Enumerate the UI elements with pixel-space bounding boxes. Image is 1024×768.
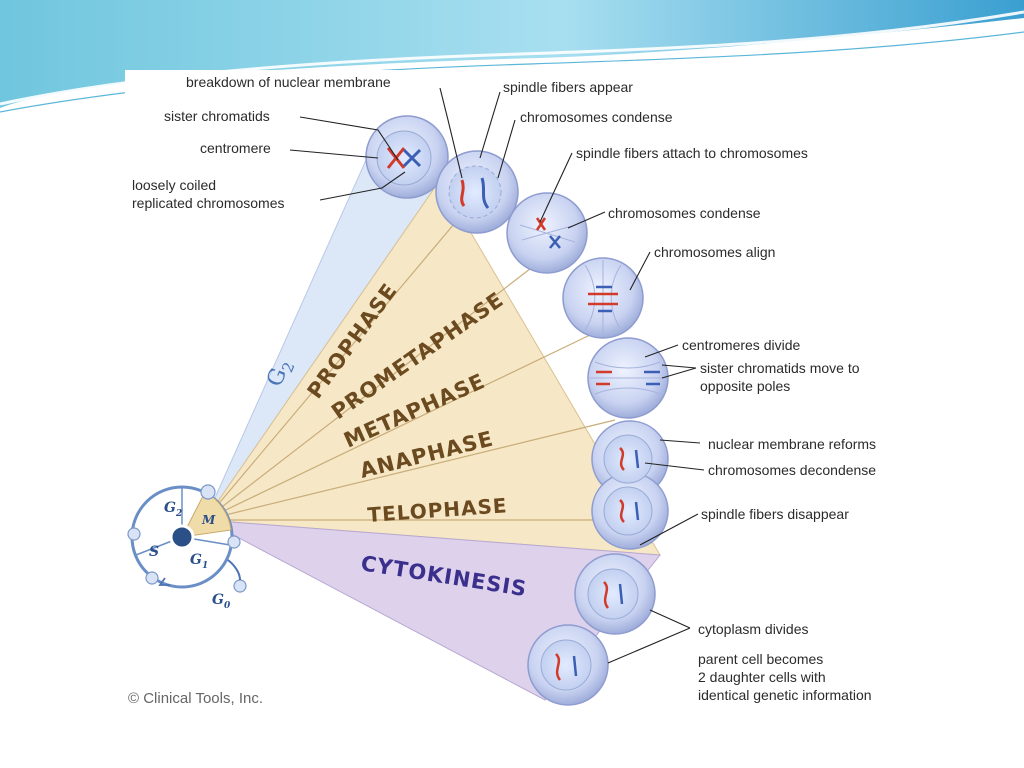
label-parent-2: 2 daughter cells with: [698, 669, 826, 685]
cell-prophase: [435, 150, 519, 234]
divider-prometaphase: [204, 264, 536, 521]
label-spindle-appear: spindle fibers appear: [503, 79, 633, 95]
leader-lines: [289, 87, 705, 664]
label-membrane-reforms: nuclear membrane reforms: [708, 436, 876, 452]
cell-daughter-1: [574, 553, 656, 635]
cell-prometaphase: [506, 192, 588, 274]
svg-text:G1: G1: [190, 552, 208, 571]
label-parent-3: identical genetic information: [698, 687, 872, 703]
label-breakdown: breakdown of nuclear membrane: [186, 74, 391, 90]
divider-prophase: [204, 204, 471, 521]
label-spindle-attach: spindle fibers attach to chromosomes: [576, 145, 808, 161]
svg-text:M: M: [201, 513, 216, 527]
svg-text:G2: G2: [164, 500, 182, 519]
cell-metaphase: [562, 257, 644, 339]
cell-daughter-2: [527, 624, 609, 706]
label-parent-1: parent cell becomes: [698, 651, 823, 667]
label-sister-move-2: opposite poles: [700, 378, 790, 394]
label-sister-move-1: sister chromatids move to: [700, 360, 860, 376]
label-centromeres-divide: centromeres divide: [682, 337, 800, 353]
divider-metaphase: [204, 334, 591, 521]
cell-telophase: [591, 420, 669, 550]
label-chromosomes-condense-2: chromosomes condense: [608, 205, 761, 221]
svg-text:S: S: [149, 544, 159, 560]
label-chromosomes-condense-1: chromosomes condense: [520, 109, 673, 125]
label-centromere: centromere: [200, 140, 271, 156]
cell-anaphase: [587, 337, 669, 419]
label-replicated-chromosomes: replicated chromosomes: [132, 195, 285, 211]
cell-cycle-wheel: G2 M S G1 G0: [127, 484, 247, 611]
credit-text: © Clinical Tools, Inc.: [128, 690, 263, 707]
label-loosely-coiled: loosely coiled: [132, 177, 216, 193]
label-sister-chromatids: sister chromatids: [164, 108, 270, 124]
divider-anaphase: [204, 419, 616, 521]
label-cytoplasm-divides: cytoplasm divides: [698, 621, 809, 637]
label-chromosomes-decondense: chromosomes decondense: [708, 462, 876, 478]
label-chromosomes-align: chromosomes align: [654, 244, 775, 260]
svg-text:G0: G0: [212, 592, 231, 611]
cell-interphase: [365, 115, 449, 199]
label-spindle-disappear: spindle fibers disappear: [701, 506, 849, 522]
